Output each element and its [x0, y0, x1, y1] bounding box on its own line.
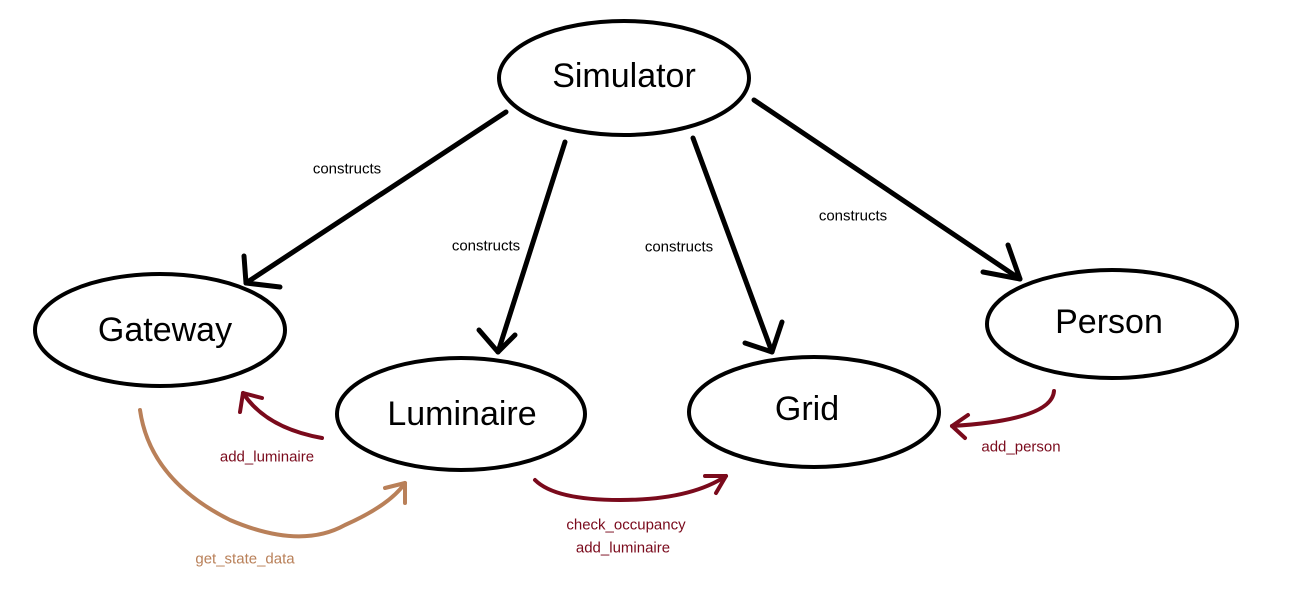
node-grid: Grid	[687, 355, 941, 469]
edge-label-sim-gateway: constructs	[313, 161, 381, 178]
edge-label-sim-luminaire: constructs	[452, 238, 520, 255]
node-gateway: Gateway	[33, 272, 287, 388]
edge-person-grid	[950, 389, 1056, 440]
edge-label-sim-grid: constructs	[645, 239, 713, 256]
node-person-label: Person	[1055, 303, 1163, 341]
edge-simulator-grid	[690, 135, 785, 355]
node-luminaire-label: Luminaire	[387, 395, 536, 433]
edge-label-sim-person: constructs	[819, 208, 887, 225]
edge-luminaire-grid	[533, 474, 728, 502]
node-grid-label: Grid	[775, 390, 839, 428]
node-simulator-label: Simulator	[552, 57, 696, 95]
edge-label-luminaire-grid-1: check_occupancy	[566, 517, 686, 534]
node-gateway-label: Gateway	[98, 311, 232, 349]
edge-simulator-gateway	[241, 109, 509, 290]
edge-label-luminaire-grid-2: add_luminaire	[576, 540, 670, 557]
node-person: Person	[985, 268, 1239, 380]
edge-gateway-luminaire	[138, 408, 407, 539]
node-simulator: Simulator	[497, 19, 751, 137]
edge-luminaire-gateway	[238, 391, 324, 440]
node-luminaire: Luminaire	[335, 356, 587, 472]
edge-label-person-grid: add_person	[981, 439, 1060, 456]
edge-label-gateway-luminaire: get_state_data	[195, 551, 295, 568]
edge-label-luminaire-gateway: add_luminaire	[220, 449, 314, 466]
edge-simulator-person	[751, 97, 1023, 282]
edge-simulator-luminaire	[476, 139, 568, 355]
